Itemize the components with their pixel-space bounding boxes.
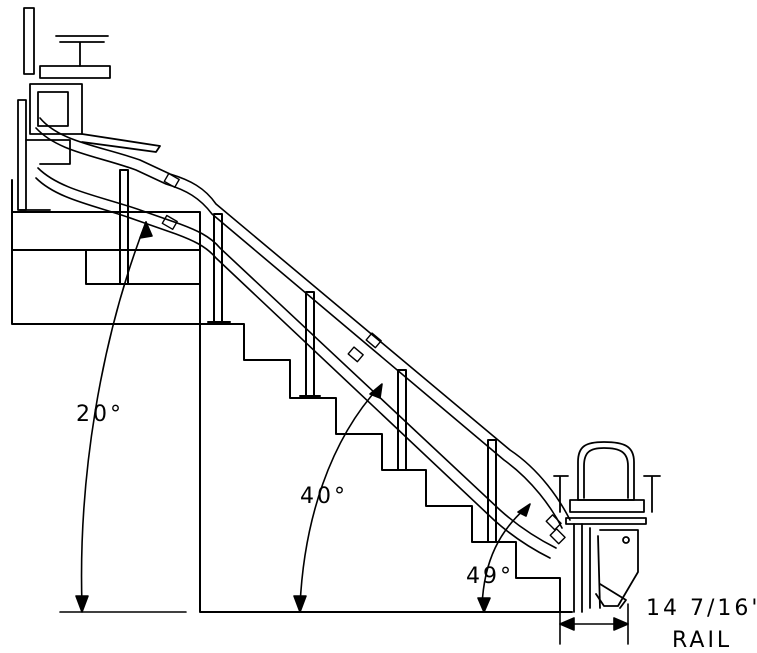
- top-chair: [18, 8, 160, 210]
- upper-landing: [12, 180, 200, 324]
- rail-clamps: [162, 174, 565, 544]
- upper-rail: [36, 118, 570, 528]
- angle-label-49: 49°: [466, 564, 514, 589]
- bottom-chair: [554, 442, 660, 612]
- rail-width-label: 14 7/16": [646, 596, 757, 621]
- angle-arrow-20: [76, 222, 152, 612]
- rail-width-dimension: [560, 604, 628, 644]
- angle-label-20: 20°: [76, 402, 124, 427]
- angle-arrow-49: [478, 504, 530, 612]
- lower-rail: [36, 168, 556, 558]
- staircase: [200, 324, 572, 612]
- angle-arrow-40: [294, 384, 382, 612]
- rail-caption: RAIL: [672, 628, 733, 653]
- rail-posts: [114, 170, 502, 542]
- angle-label-40: 40°: [300, 484, 348, 509]
